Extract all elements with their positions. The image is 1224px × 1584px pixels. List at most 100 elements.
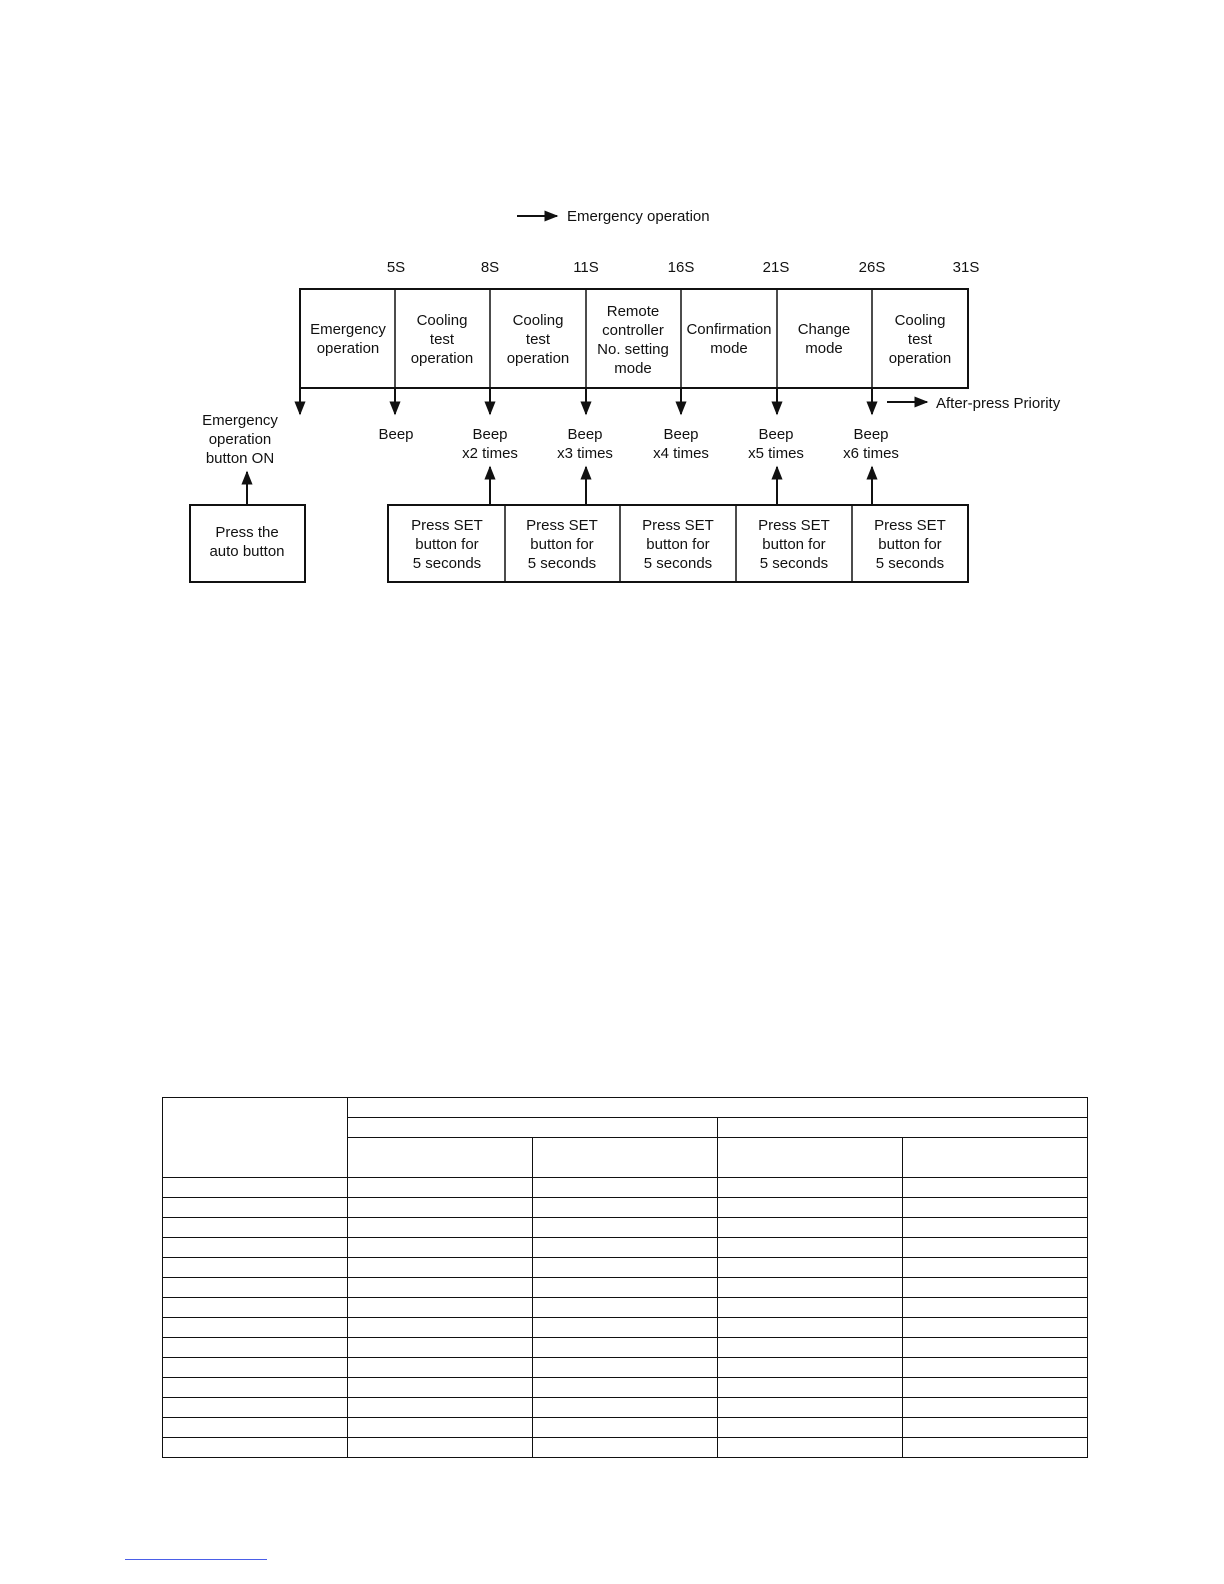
table-row <box>162 1277 1088 1298</box>
table-header-row <box>162 1097 1088 1178</box>
table-cell <box>532 1237 718 1258</box>
beep-label: Beep <box>378 426 413 443</box>
beep-labels: Beep Beep x2 times Beep x3 times Beep x4… <box>378 426 898 462</box>
table-cell <box>902 1177 1088 1198</box>
table-cell <box>902 1337 1088 1358</box>
beep-label: x2 times <box>462 445 518 462</box>
table-cell <box>902 1397 1088 1418</box>
table-cell <box>532 1357 718 1378</box>
table-cell <box>162 1217 348 1238</box>
table-header-cell <box>347 1117 718 1138</box>
table-cell <box>162 1317 348 1338</box>
table-cell <box>902 1197 1088 1218</box>
box-line: 5 seconds <box>876 555 944 572</box>
table-cell <box>162 1417 348 1438</box>
mode-cell-line: operation <box>317 340 380 357</box>
table-cell <box>532 1377 718 1398</box>
table-cell <box>347 1317 533 1338</box>
table-cell <box>717 1197 903 1218</box>
table-cell <box>902 1317 1088 1338</box>
mode-cell-line: controller <box>602 322 664 339</box>
table-cell <box>902 1217 1088 1238</box>
legend-emergency-operation: Emergency operation <box>517 208 710 225</box>
table-row <box>162 1377 1088 1398</box>
table-cell <box>162 1437 348 1458</box>
time-label: 11S <box>573 259 599 276</box>
time-label: 16S <box>668 259 695 276</box>
mode-cell-change-mode: Change mode <box>798 321 851 357</box>
table-row <box>162 1317 1088 1338</box>
time-label: 8S <box>481 259 499 276</box>
table-cell <box>347 1437 533 1458</box>
table-cell <box>162 1397 348 1418</box>
mode-cell-line: Confirmation <box>686 321 771 338</box>
mode-timing-diagram: Emergency operation After-press Priority… <box>189 208 1061 583</box>
table-cell <box>717 1277 903 1298</box>
table-cell <box>902 1277 1088 1298</box>
mode-strip: Emergency operation Cooling test operati… <box>299 288 969 389</box>
mode-cell-line: Cooling <box>895 312 946 329</box>
table-cell <box>532 1297 718 1318</box>
table-row <box>162 1417 1088 1438</box>
box-line: 5 seconds <box>528 555 596 572</box>
set-button-box: Press SET button for 5 seconds <box>642 517 714 572</box>
table-row <box>162 1257 1088 1278</box>
beep-label: x5 times <box>748 445 804 462</box>
box-line: Press SET <box>526 517 598 534</box>
mode-cell-line: Change <box>798 321 851 338</box>
mode-cell-remote-controller-setting: Remote controller No. setting mode <box>597 303 669 377</box>
legend-after-press-priority-text: After-press Priority <box>936 395 1061 412</box>
beep-label: Beep <box>758 426 793 443</box>
time-label: 5S <box>387 259 405 276</box>
mode-cell-line: test <box>526 331 551 348</box>
table-cell <box>532 1417 718 1438</box>
mode-cell-line: Emergency <box>310 321 386 338</box>
table-header-cell <box>902 1137 1088 1178</box>
time-label: 26S <box>859 259 886 276</box>
table-cell <box>717 1177 903 1198</box>
table-cell <box>532 1217 718 1238</box>
beep-label: Beep <box>472 426 507 443</box>
box-line: button for <box>878 536 941 553</box>
mode-strip-frame <box>299 288 969 389</box>
mode-cell-confirmation-mode: Confirmation mode <box>686 321 771 357</box>
table-cell <box>902 1417 1088 1438</box>
auto-button-box: Press the auto button <box>189 504 306 583</box>
set-button-box: Press SET button for 5 seconds <box>411 517 483 572</box>
table-cell <box>902 1257 1088 1278</box>
box-line: button for <box>530 536 593 553</box>
mode-cell-emergency-operation: Emergency operation <box>310 321 386 357</box>
box-line: button for <box>415 536 478 553</box>
table-cell <box>717 1337 903 1358</box>
table-cell <box>532 1257 718 1278</box>
table-row <box>162 1197 1088 1218</box>
table-cell <box>532 1197 718 1218</box>
table-row <box>162 1437 1088 1458</box>
table-cell <box>717 1437 903 1458</box>
table-cell <box>347 1197 533 1218</box>
mode-cell-cooling-test-operation: Cooling test operation <box>411 312 474 367</box>
mode-cell-cooling-test-operation: Cooling test operation <box>889 312 952 367</box>
table-header-cell <box>347 1097 1088 1118</box>
table-cell <box>717 1417 903 1438</box>
time-label: 21S <box>763 259 790 276</box>
table-cell <box>347 1417 533 1438</box>
box-line: 5 seconds <box>413 555 481 572</box>
table-row <box>162 1337 1088 1358</box>
emergency-button-on-label: Emergency operation button ON <box>202 412 278 467</box>
label-line: button ON <box>206 450 274 467</box>
table-cell <box>347 1297 533 1318</box>
table-header-cell <box>717 1117 1088 1138</box>
down-arrows <box>294 388 878 416</box>
mode-cell-line: operation <box>889 350 952 367</box>
box-line: button for <box>646 536 709 553</box>
mode-cell-line: test <box>430 331 455 348</box>
table-cell <box>532 1437 718 1458</box>
table-cell <box>717 1357 903 1378</box>
table-cell <box>532 1317 718 1338</box>
mode-cell-cooling-test-operation: Cooling test operation <box>507 312 570 367</box>
table-row <box>162 1357 1088 1378</box>
beep-label: x6 times <box>843 445 899 462</box>
empty-data-table <box>162 1097 1088 1458</box>
table-header-cell <box>717 1137 903 1178</box>
